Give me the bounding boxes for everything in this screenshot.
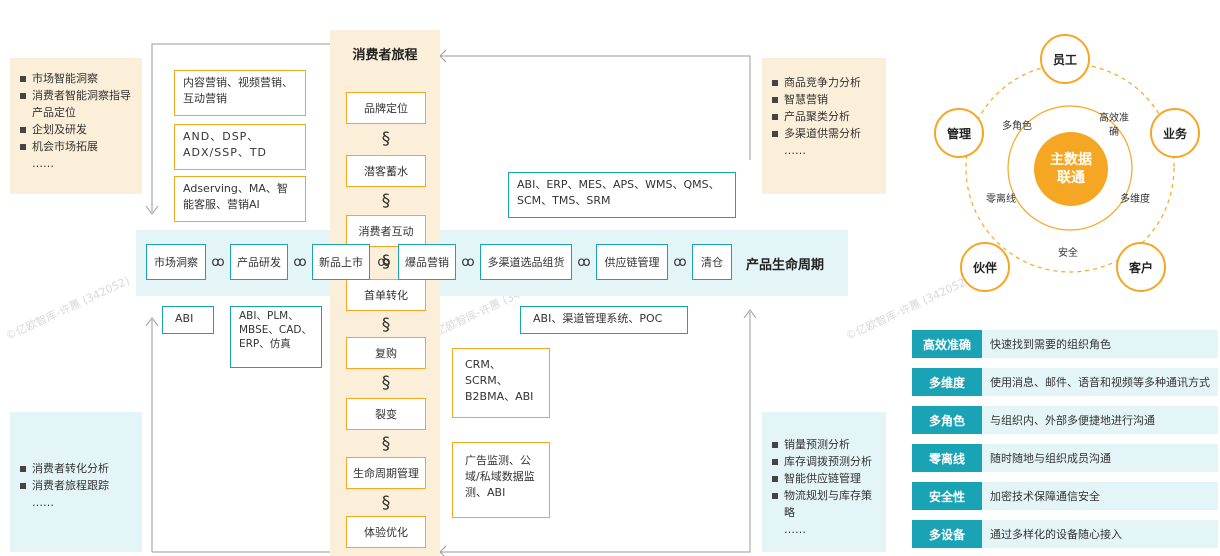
link-icon: ꝏ: [577, 254, 591, 270]
lifecycle-title: 产品生命周期: [746, 258, 825, 273]
crm-box: CRM、SCRM、B2BMA、ABI: [452, 348, 550, 418]
feature-key: 零离线: [912, 444, 982, 472]
chain-icon: §: [381, 373, 391, 393]
outer-node: 员工: [1040, 34, 1090, 84]
list-item: 智能供应链管理: [772, 470, 876, 487]
feature-desc: 通过多样化的设备随心接入: [982, 520, 1218, 548]
list-item: 销量预测分析: [772, 436, 876, 453]
list-item: 消费者旅程跟踪: [20, 477, 132, 494]
inner-node: 多维度: [1120, 193, 1150, 205]
top-left-panel: 市场智能洞察 消费者智能洞察指导产品定位 企划及研发 机会市场拓展 ……: [10, 58, 142, 194]
feature-key: 多设备: [912, 520, 982, 548]
chain-icon: §: [381, 493, 391, 513]
journey-step: 品牌定位: [346, 92, 426, 124]
bottom-right-panel: 销量预测分析 库存调拨预测分析 智能供应链管理 物流规划与库存策略 ……: [762, 412, 886, 552]
link-icon: ꝏ: [673, 254, 687, 270]
outer-node: 伙伴: [960, 242, 1010, 292]
list-item: 消费者智能洞察指导产品定位: [20, 87, 132, 121]
outer-node: 客户: [1116, 242, 1166, 292]
journey-step: 消费者互动: [346, 215, 426, 247]
lifecycle-step: 清仓: [692, 244, 732, 280]
feature-key: 高效准确: [912, 330, 982, 358]
top-right-panel: 商品竞争力分析 智慧营销 产品聚类分析 多渠道供需分析 ……: [762, 58, 886, 194]
list-item: 多渠道供需分析: [772, 125, 876, 142]
list-item: 产品聚类分析: [772, 108, 876, 125]
systems-box: ABI、ERP、MES、APS、WMS、QMS、SCM、TMS、SRM: [508, 172, 736, 218]
lifecycle-step: 多渠道选品组货: [480, 244, 572, 280]
center-node: 主数据联通: [1034, 132, 1108, 206]
list-ellipsis: ……: [32, 496, 54, 509]
ad-box: 广告监测、公域/私域数据监测、ABI: [452, 442, 550, 518]
list-item: 企划及研发: [20, 121, 132, 138]
list-ellipsis: ……: [784, 144, 806, 157]
link-icon: ꝏ: [211, 254, 225, 270]
marketing-box: Adserving、MA、智能客服、营销AI: [174, 176, 306, 222]
plm-box: ABI、PLM、MBSE、CAD、ERP、仿真: [230, 306, 322, 368]
feature-desc: 加密技术保障通信安全: [982, 482, 1218, 510]
inner-node: 多角色: [1002, 120, 1032, 132]
feature-desc: 使用消息、邮件、语音和视频等多种通讯方式: [982, 368, 1218, 396]
feature-desc: 随时随地与组织成员沟通: [982, 444, 1218, 472]
inner-node: 高效准确: [1099, 113, 1129, 138]
link-icon: ꝏ: [461, 254, 475, 270]
inner-node: 安全: [1058, 247, 1078, 259]
marketing-box: 内容营销、视频营销、互动营销: [174, 70, 306, 116]
list-item: 消费者转化分析: [20, 460, 132, 477]
feature-desc: 快速找到需要的组织角色: [982, 330, 1218, 358]
list-item: 机会市场拓展: [20, 138, 132, 155]
feature-desc: 与组织内、外部多便捷地进行沟通: [982, 406, 1218, 434]
outer-node: 管理: [934, 108, 984, 158]
abi-box: ABI: [162, 306, 214, 334]
list-ellipsis: ……: [784, 523, 806, 536]
journey-step: 首单转化: [346, 279, 426, 311]
list-ellipsis: ……: [32, 157, 54, 170]
chain-icon: §: [381, 191, 391, 211]
list-item: 库存调拨预测分析: [772, 453, 876, 470]
list-item: 智慧营销: [772, 91, 876, 108]
journey-title: 消费者旅程: [352, 48, 418, 63]
journey-step: 体验优化: [346, 516, 426, 548]
list-item: 商品竞争力分析: [772, 74, 876, 91]
link-icon: ꝏ: [377, 254, 391, 270]
journey-step: 生命周期管理: [346, 457, 426, 489]
journey-step: 潜客蓄水: [346, 155, 426, 187]
feature-key: 安全性: [912, 482, 982, 510]
list-item: 市场智能洞察: [20, 70, 132, 87]
inner-node: 零离线: [986, 193, 1016, 205]
lifecycle-step: 爆品营销: [398, 244, 456, 280]
channel-box: ABI、渠道管理系统、POC: [520, 306, 688, 334]
outer-node: 业务: [1150, 108, 1200, 158]
chain-icon: §: [381, 252, 391, 272]
feature-key: 多维度: [912, 368, 982, 396]
journey-step: 复购: [346, 337, 426, 369]
marketing-box: AND、DSP、ADX/SSP、TD: [174, 124, 306, 170]
journey-step: 裂变: [346, 398, 426, 430]
lifecycle-step: 新品上市: [312, 244, 370, 280]
list-item: 物流规划与库存策略: [772, 487, 876, 521]
lifecycle-step: 产品研发: [230, 244, 288, 280]
chain-icon: §: [381, 315, 391, 335]
link-icon: ꝏ: [293, 254, 307, 270]
lifecycle-step: 市场洞察: [146, 244, 206, 280]
chain-icon: §: [381, 129, 391, 149]
bottom-left-panel: 消费者转化分析 消费者旅程跟踪 ……: [10, 412, 142, 552]
lifecycle-step: 供应链管理: [596, 244, 668, 280]
feature-key: 多角色: [912, 406, 982, 434]
chain-icon: §: [381, 434, 391, 454]
